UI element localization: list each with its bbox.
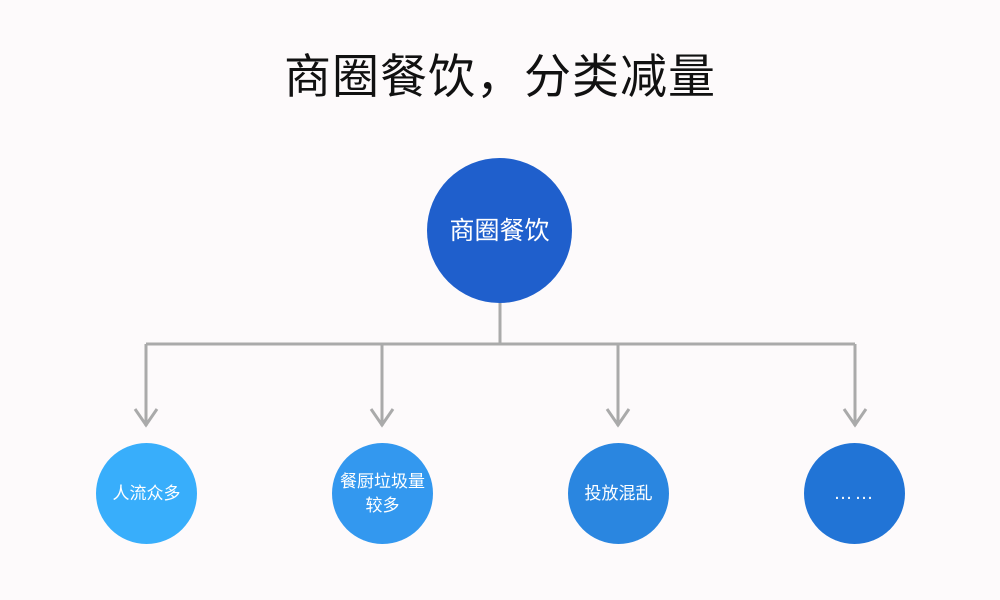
node-root-label: 商圈餐饮: [449, 216, 550, 245]
node-root[interactable]: 商圈餐饮: [427, 158, 572, 303]
node-child-kitchen-waste[interactable]: 餐厨垃圾量 较多: [332, 443, 433, 544]
node-child-label: 投放混乱: [584, 483, 653, 503]
node-child-label: ……: [833, 482, 876, 504]
page-title: 商圈餐饮，分类减量: [284, 50, 716, 103]
node-child-disposal-disorder[interactable]: 投放混乱: [568, 443, 669, 544]
node-child-people-flow[interactable]: 人流众多: [96, 443, 197, 544]
arrowhead-0: [133, 408, 159, 428]
arrowhead-1: [369, 408, 395, 428]
arrowhead-3: [842, 408, 868, 428]
node-child-ellipsis[interactable]: ……: [804, 443, 905, 544]
node-child-label: 人流众多: [112, 483, 181, 503]
arrowhead-2: [605, 408, 631, 428]
node-child-label: 餐厨垃圾量 较多: [340, 471, 425, 515]
